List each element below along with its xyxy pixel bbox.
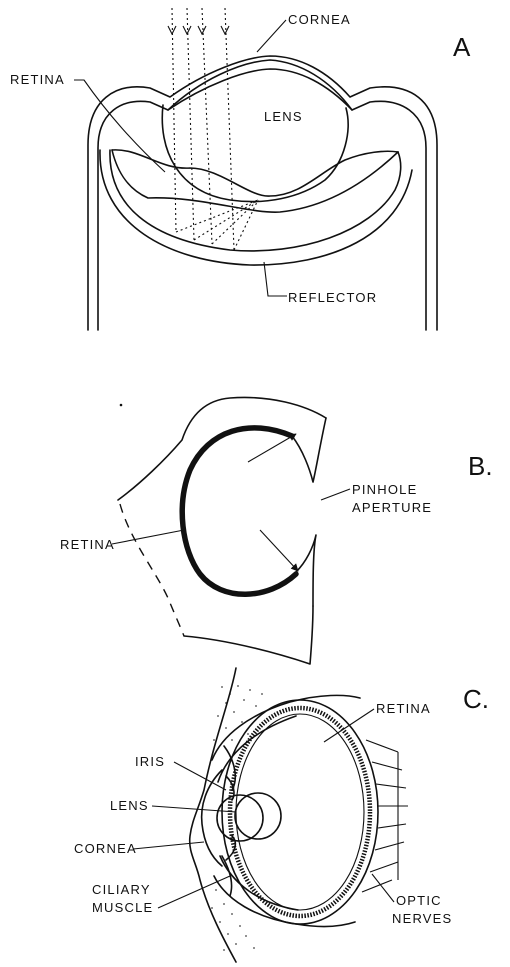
panel-a-retina-lower bbox=[112, 150, 398, 212]
panel-c-label-iris: IRIS bbox=[135, 754, 165, 769]
panel-b-upper-lip bbox=[292, 418, 326, 482]
panel-a-letter: A bbox=[453, 32, 471, 62]
panel-c-leader-lens bbox=[152, 806, 236, 812]
panel-b-lower-body bbox=[184, 606, 313, 664]
panel-c-eyeball-outer bbox=[222, 700, 378, 924]
panel-a: A CORNEA R bbox=[10, 8, 471, 330]
panel-a-leader-reflector bbox=[264, 262, 287, 296]
panel-b-leader-pinhole bbox=[321, 489, 350, 500]
panel-c-leader-iris bbox=[174, 762, 226, 790]
panel-c-upper-lid-inner bbox=[218, 716, 296, 782]
panel-a-light-rays bbox=[168, 8, 258, 250]
panel-b-label-retina: RETINA bbox=[60, 537, 115, 552]
panel-b-arrow-bottom bbox=[260, 530, 298, 571]
panel-a-label-cornea: CORNEA bbox=[288, 12, 351, 27]
panel-c-leader-optic bbox=[372, 874, 394, 902]
panel-c-leader-ciliary bbox=[158, 876, 230, 908]
panel-c-face-outline bbox=[190, 668, 236, 962]
panel-a-label-retina: RETINA bbox=[10, 72, 65, 87]
panel-c-label-ciliary: CILIARY bbox=[92, 882, 151, 897]
panel-b-dashed-edge bbox=[120, 504, 184, 636]
panel-b-retina bbox=[182, 428, 296, 594]
panel-c-letter: C. bbox=[463, 684, 489, 714]
panel-a-reflector-outer bbox=[100, 150, 412, 265]
panel-c: C. bbox=[74, 668, 489, 962]
panel-c-label-optic: OPTIC bbox=[396, 893, 442, 908]
panel-c-inner-ring bbox=[236, 714, 364, 910]
panel-b-leader-retina bbox=[112, 530, 184, 544]
panel-a-leader-cornea bbox=[257, 20, 286, 52]
panel-c-label-retina: RETINA bbox=[376, 701, 431, 716]
panel-c-label-lens: LENS bbox=[110, 798, 149, 813]
panel-a-cornea bbox=[168, 60, 352, 110]
panel-b-stray-dot bbox=[120, 404, 123, 407]
panel-a-label-lens: LENS bbox=[264, 109, 303, 124]
panel-b-letter: B. bbox=[468, 451, 493, 481]
panel-b-label-pinhole: PINHOLE bbox=[352, 482, 417, 497]
panel-b-label-aperture: APERTURE bbox=[352, 500, 432, 515]
panel-b-lower-lip bbox=[296, 535, 316, 606]
panel-a-retina-upper bbox=[112, 150, 398, 196]
panel-c-label-nerves: NERVES bbox=[392, 911, 452, 926]
panel-c-leader-cornea bbox=[133, 842, 204, 849]
panel-c-label-cornea: CORNEA bbox=[74, 841, 137, 856]
panel-c-stipple-tissue bbox=[211, 685, 263, 951]
panel-b-arrow-top bbox=[248, 434, 296, 462]
panel-c-label-muscle: MUSCLE bbox=[92, 900, 153, 915]
panel-b: B. PINHOLE APERTURE RETINA bbox=[60, 397, 493, 664]
panel-b-outer-body bbox=[118, 397, 326, 500]
panel-a-label-reflector: REFLECTOR bbox=[288, 290, 377, 305]
panel-a-reflector-inner bbox=[110, 150, 401, 251]
